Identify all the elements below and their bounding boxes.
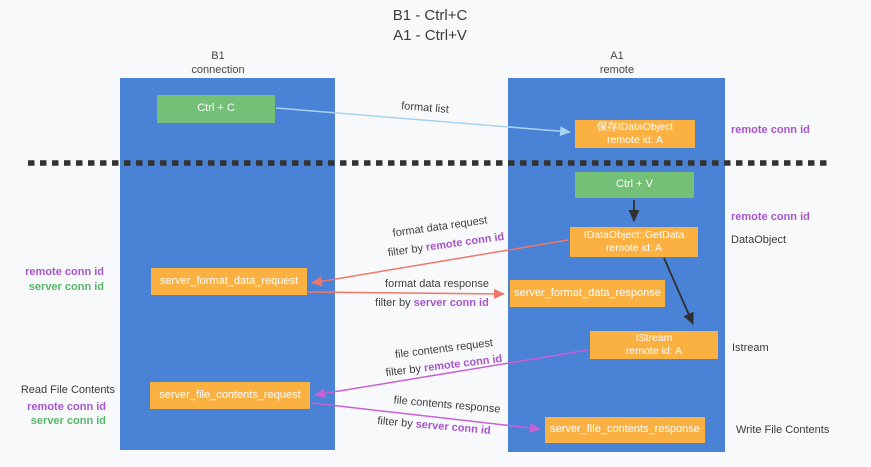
title-line-1: B1 - Ctrl+C	[392, 7, 468, 24]
getdata-line2: remote id: A	[605, 242, 663, 254]
file-contents-response-label: file contents response	[393, 394, 501, 416]
filter-by-text: filter by	[376, 415, 414, 431]
save-idataobject-box: 保存IDataObject remote id: A	[575, 120, 695, 148]
ctrl-c-box: Ctrl + C	[157, 95, 275, 123]
istream-line2: remote id: A	[625, 345, 683, 357]
ctrl-v-label: Ctrl + V	[616, 178, 653, 191]
server-file-contents-response-box: server_file_contents_response	[545, 417, 705, 443]
getdata-line1: IDataObject::GetData	[583, 228, 685, 241]
filter-by-text: filter by	[375, 297, 411, 309]
istream-box: IStream remote id: A	[590, 331, 718, 359]
remote-conn-id-annotation-left-top: remote conn id	[25, 266, 104, 278]
save-idataobject-line1: 保存IDataObject	[596, 120, 674, 133]
header-b1-subtitle: connection	[191, 63, 245, 76]
remote-conn-id-annotation-top: remote conn id	[731, 124, 810, 136]
filter-by-text: filter by	[387, 242, 424, 260]
header-a1-remote: A1 remote	[600, 50, 634, 78]
header-b1-name: B1	[211, 50, 225, 62]
server-conn-id-highlight: server conn id	[413, 297, 489, 309]
dataobject-annotation: DataObject	[731, 234, 787, 246]
header-a1-subtitle: remote	[599, 63, 635, 76]
server-conn-id-annotation-left-bottom: server conn id	[30, 415, 106, 427]
server-file-contents-response-label: server_file_contents_response	[550, 423, 700, 436]
remote-conn-id-annotation-left-bottom: remote conn id	[27, 401, 106, 413]
server-conn-id-highlight: server conn id	[415, 418, 492, 437]
format-data-response-label: format data response	[385, 278, 489, 290]
ctrl-v-box: Ctrl + V	[575, 172, 694, 198]
ctrl-c-label: Ctrl + C	[197, 102, 235, 115]
server-conn-id-annotation-left-top: server conn id	[28, 281, 104, 293]
server-file-contents-request-box: server_file_contents_request	[150, 382, 310, 409]
format-list-label: format list	[400, 100, 450, 116]
title-line-2: A1 - Ctrl+V	[393, 26, 467, 44]
remote-conn-id-highlight: remote conn id	[425, 230, 505, 254]
diagram-title: B1 - Ctrl+C A1 - Ctrl+V	[393, 6, 468, 45]
idataobject-getdata-box: IDataObject::GetData remote id: A	[570, 227, 698, 257]
istream-line1: IStream	[635, 331, 673, 344]
server-format-data-request-box: server_format_data_request	[151, 268, 307, 295]
header-a1-name: A1	[610, 50, 624, 62]
remote-conn-id-annotation-mid: remote conn id	[731, 211, 810, 223]
format-data-response-arrow	[306, 288, 505, 299]
read-file-contents-annotation: Read File Contents	[20, 384, 115, 396]
server-format-data-response-box: server_format_data_response	[510, 280, 665, 307]
filter-by-text: filter by	[385, 362, 422, 380]
istream-annotation: Istream	[732, 342, 769, 354]
write-file-contents-annotation: Write File Contents	[736, 424, 830, 436]
server-format-data-request-label: server_format_data_request	[159, 274, 299, 287]
header-b1-connection: B1 connection	[191, 50, 244, 78]
server-file-contents-request-label: server_file_contents_request	[159, 388, 301, 401]
save-idataobject-line2: remote id: A	[606, 134, 664, 146]
server-format-data-response-label: server_format_data_response	[514, 286, 661, 299]
